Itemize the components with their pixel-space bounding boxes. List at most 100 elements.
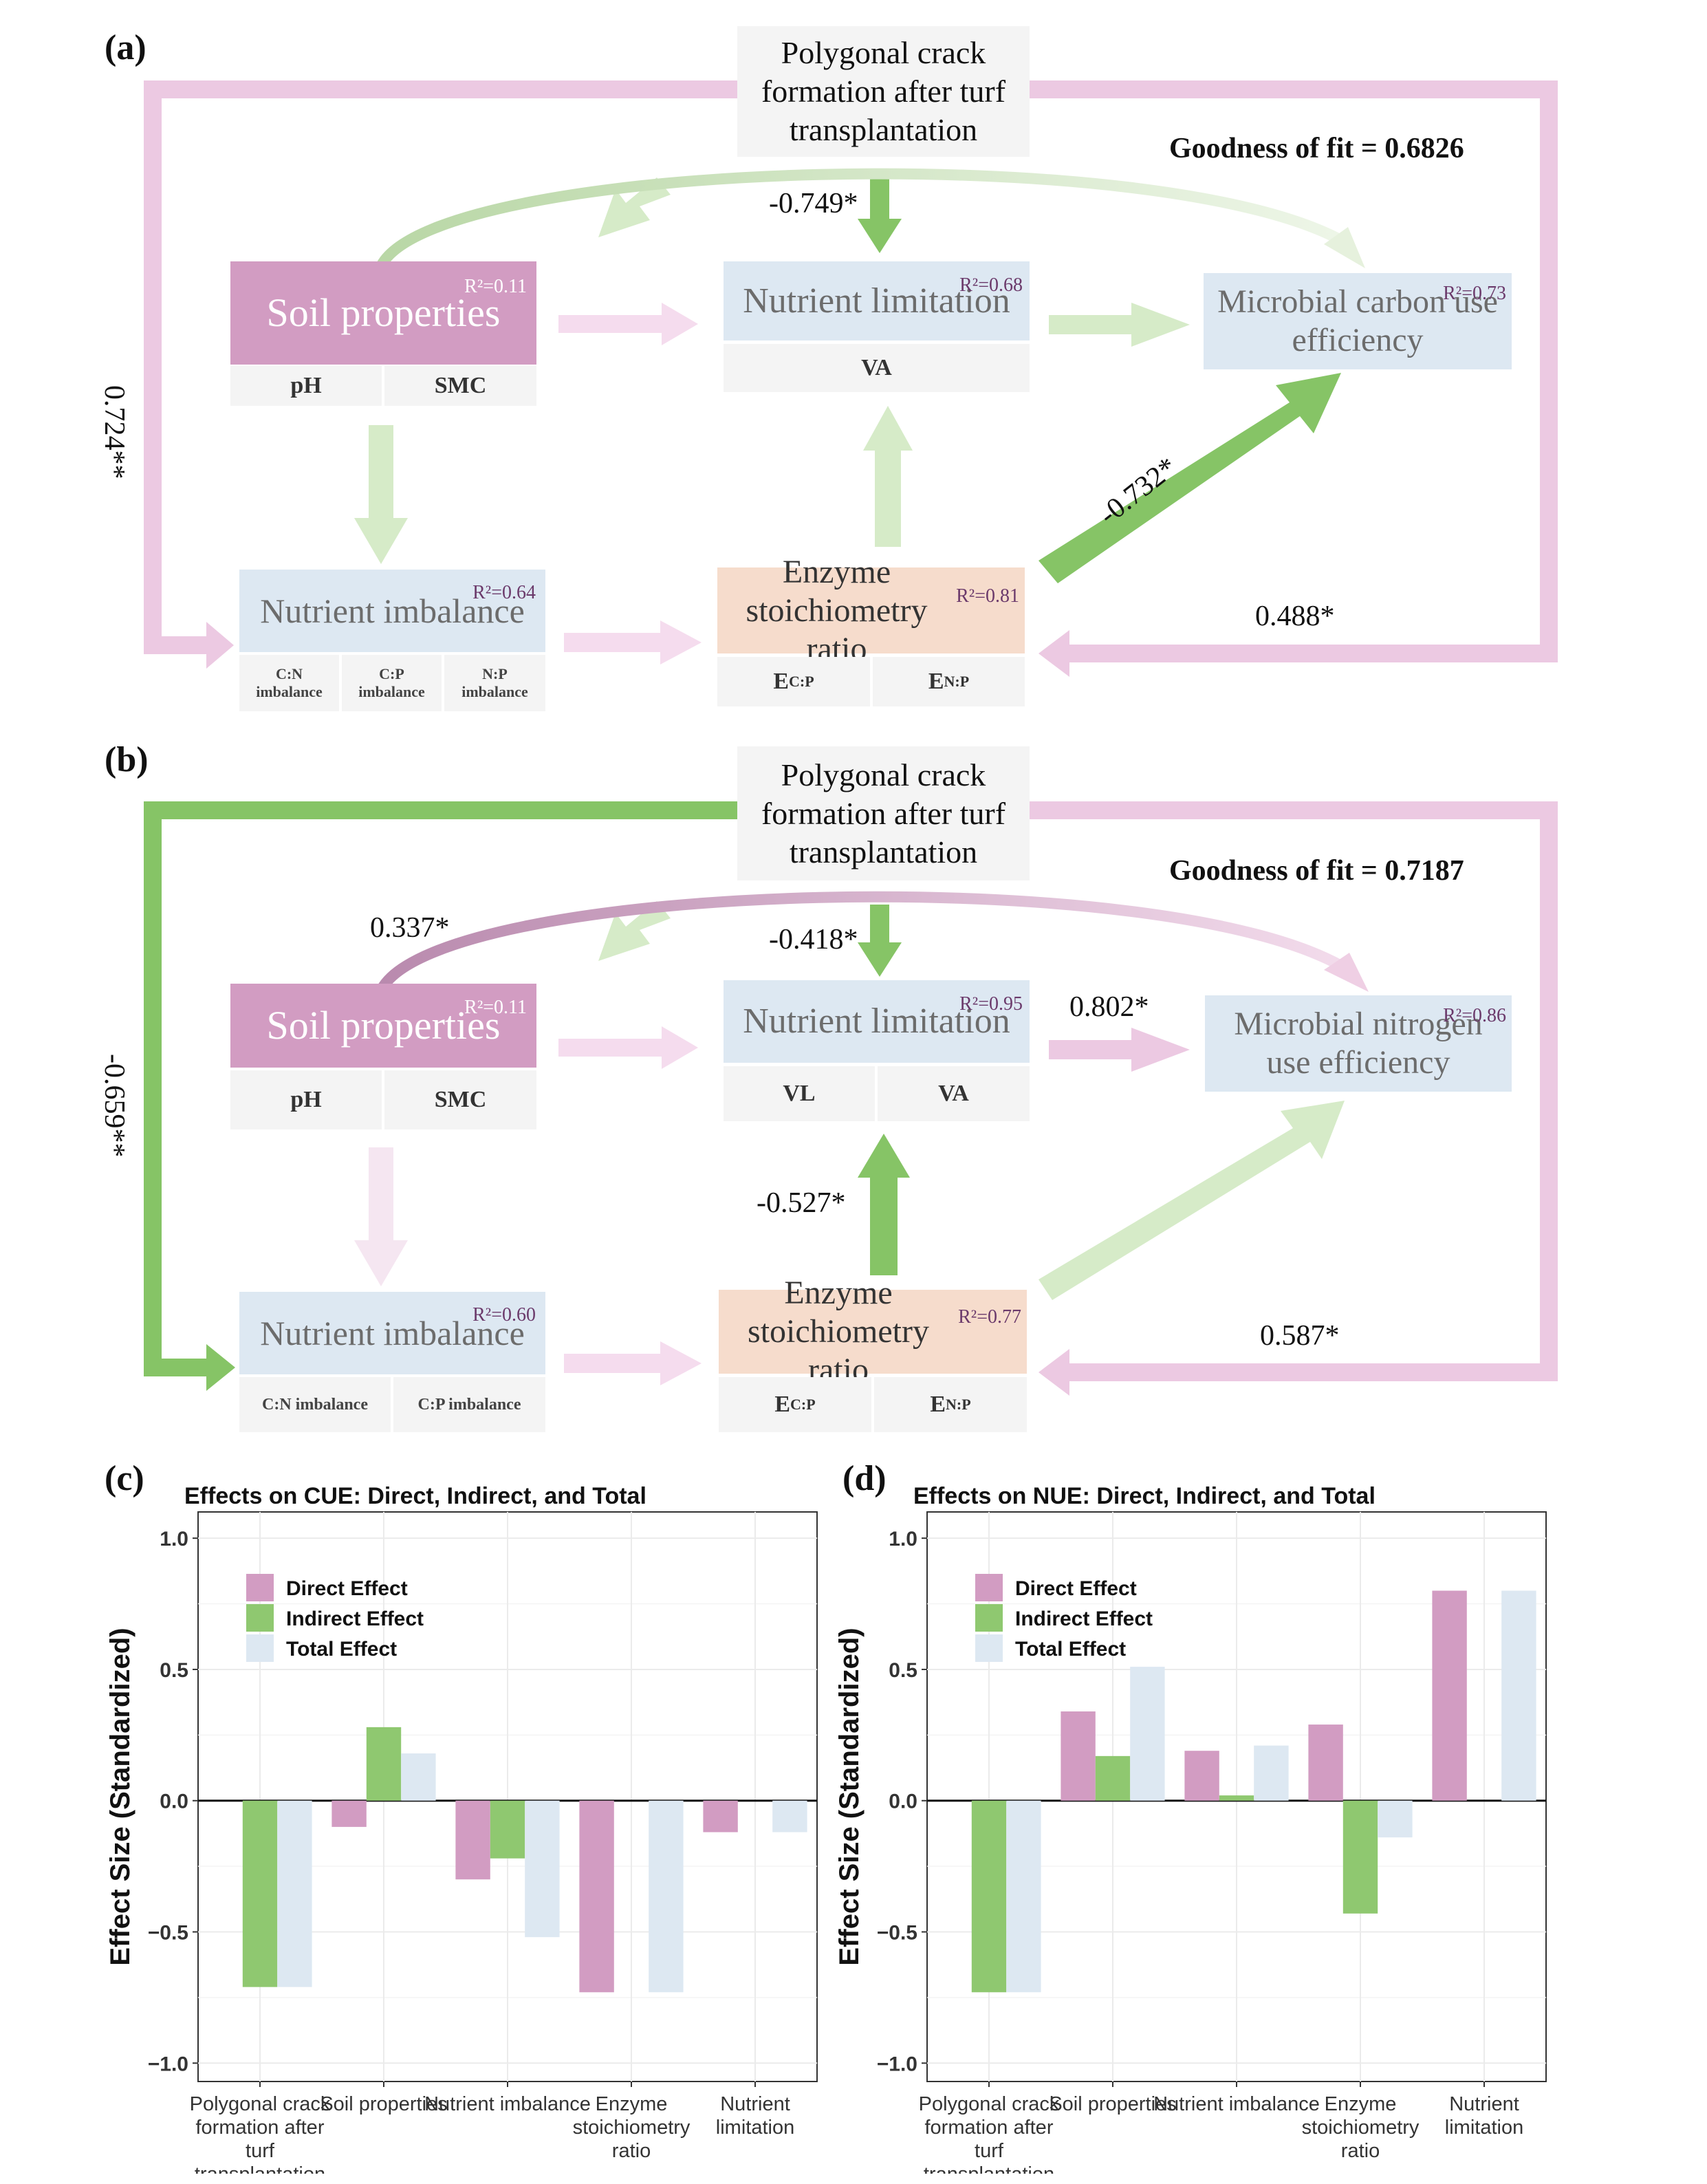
- bar: [1130, 1667, 1165, 1801]
- legend-label: Indirect Effect: [286, 1608, 424, 1630]
- arrow-b-enzyme-to-nlim: [870, 1178, 898, 1275]
- bar: [525, 1800, 560, 1938]
- legend-swatch: [975, 1634, 1003, 1662]
- panel-label-c: (c): [105, 1459, 144, 1498]
- bar: [772, 1800, 807, 1832]
- arrow-b-enzyme-to-nlim-head: [858, 1134, 910, 1178]
- b-nlim-r2: R²=0.95: [959, 993, 1023, 1015]
- arrow-a-soil-to-nlim: [558, 315, 662, 333]
- y-tick-label: 0.5: [889, 1659, 917, 1682]
- a-microbial-cue-box: Microbial carbon use efficiency R²=0.73: [1204, 273, 1512, 369]
- b-micro-title: Microbial nitrogen use efficiency: [1234, 1006, 1483, 1081]
- x-tick-label-line: transplantation: [195, 2163, 325, 2174]
- arrow-a-soil-to-micro-arc-head: [1324, 227, 1365, 268]
- arrow-b-nimb-to-enzyme-head: [660, 1341, 702, 1385]
- bar: [1378, 1800, 1413, 1838]
- arrow-a-header-to-nimb-head: [206, 622, 234, 669]
- arrow-a-header-to-nlim-head: [858, 219, 902, 253]
- x-tick-label-line: Soil properties: [1049, 2093, 1176, 2115]
- legend-swatch: [975, 1604, 1003, 1632]
- a-header-box: Polygonal crack formation after turf tra…: [737, 26, 1030, 157]
- b-goodness-of-fit: Goodness of fit = 0.7187: [1169, 855, 1464, 887]
- bar: [490, 1800, 525, 1859]
- x-tick-label-line: stoichiometry: [573, 2117, 691, 2139]
- arrow-a-enzyme-to-micro: [1039, 373, 1341, 583]
- bar: [1254, 1745, 1289, 1801]
- bar: [579, 1800, 614, 1993]
- b-header-box: Polygonal crack formation after turf tra…: [737, 746, 1030, 880]
- b-soil-title: Soil properties: [266, 1003, 501, 1048]
- a-nlim-sub-va: VA: [724, 344, 1030, 392]
- b-nimb-sub-cn: C:N imbalance: [239, 1377, 391, 1432]
- y-tick-label: −0.5: [877, 1922, 917, 1945]
- a-nimb-sub-np: N:P imbalance: [444, 655, 545, 711]
- arrow-a-nlim-to-micro: [1049, 315, 1131, 334]
- x-tick-label-line: formation after: [196, 2117, 325, 2139]
- chart-cue-effects: Effects on CUE: Direct, Indirect, and To…: [105, 1486, 818, 2174]
- b-soil-sub-smc: SMC: [384, 1070, 536, 1129]
- arrow-b-soil-to-nimb: [369, 1147, 393, 1240]
- bar: [971, 1800, 1007, 1993]
- x-tick-label-line: limitation: [716, 2117, 794, 2139]
- chart-title: Effects on CUE: Direct, Indirect, and To…: [184, 1486, 646, 1509]
- bar: [1095, 1755, 1131, 1801]
- x-tick-label-line: Soil properties: [320, 2093, 447, 2115]
- a-nimb-title: Nutrient imbalance: [260, 592, 525, 630]
- bar: [1006, 1800, 1041, 1993]
- arrow-b-nlim-to-micro: [1049, 1040, 1131, 1059]
- a-nutrient-limitation-box: Nutrient limitation R²=0.68: [724, 261, 1030, 340]
- a-goodness-of-fit: Goodness of fit = 0.6826: [1169, 133, 1464, 164]
- legend-swatch: [246, 1634, 274, 1662]
- b-coef-top: -0.418*: [769, 924, 858, 955]
- b-nimb-sub-cp: C:P imbalance: [393, 1377, 545, 1432]
- x-tick-label-line: turf: [246, 2140, 275, 2162]
- y-tick-label: 0.0: [160, 1791, 188, 1813]
- x-tick-label-line: ratio: [612, 2140, 651, 2162]
- y-tick-label: −0.5: [148, 1922, 188, 1945]
- arrow-b-soil-to-nlim: [558, 1039, 662, 1057]
- legend-label: Indirect Effect: [1015, 1608, 1153, 1630]
- a-coef-left: 0.724**: [98, 385, 130, 479]
- x-tick-label-line: transplantation: [924, 2163, 1054, 2174]
- x-tick-label: Soil properties: [1049, 2093, 1176, 2115]
- y-tick-label: 0.0: [889, 1791, 917, 1813]
- b-soil-r2: R²=0.11: [464, 997, 527, 1018]
- bar: [1184, 1751, 1219, 1801]
- b-nutrient-limitation-box: Nutrient limitation R²=0.95: [724, 980, 1030, 1063]
- b-coef-right: 0.802*: [1069, 991, 1149, 1023]
- a-enzyme-title: Enzyme stoichiometry ratio: [746, 553, 928, 667]
- b-coef-left: -0.659**: [98, 1054, 130, 1158]
- b-soil-sub-ph: pH: [230, 1070, 382, 1129]
- arrow-b-header-to-enzyme: [1028, 801, 1558, 1381]
- x-tick-label: Nutrient imbalance: [424, 2093, 591, 2115]
- b-micro-r2: R²=0.86: [1443, 1005, 1506, 1026]
- a-coef-bottom: 0.488*: [1255, 601, 1335, 632]
- x-tick-label-line: Nutrient imbalance: [424, 2093, 591, 2115]
- legend-swatch: [246, 1604, 274, 1632]
- arrow-a-soil-to-micro-arc: [377, 168, 1351, 268]
- a-nimb-sub-cn: C:N imbalance: [239, 655, 339, 711]
- x-tick-label-line: Polygonal crack: [919, 2093, 1060, 2115]
- x-tick-label: Nutrient imbalance: [1153, 2093, 1320, 2115]
- a-enzyme-ratio-box: Enzyme stoichiometry ratio R²=0.81: [717, 554, 1025, 667]
- arrow-a-header-to-enzyme: [1028, 80, 1558, 662]
- panel-label-b: (b): [105, 740, 149, 779]
- x-tick-label-line: Nutrient: [1449, 2093, 1519, 2115]
- y-tick-label: −1.0: [148, 2053, 188, 2075]
- bar: [1432, 1590, 1467, 1801]
- arrow-a-header-to-nimb: [144, 80, 739, 654]
- arrow-b-soil-to-micro-arc: [376, 891, 1351, 993]
- b-nutrient-imbalance-box: Nutrient imbalance R²=0.60: [239, 1292, 545, 1374]
- x-tick-label-line: turf: [975, 2140, 1004, 2162]
- a-coef-top: -0.749*: [769, 188, 858, 219]
- x-tick-label-line: Nutrient imbalance: [1153, 2093, 1320, 2115]
- legend-label: Direct Effect: [1015, 1577, 1137, 1600]
- arrow-b-soil-to-nlim-head: [662, 1026, 698, 1069]
- a-nlim-title: Nutrient limitation: [743, 281, 1010, 321]
